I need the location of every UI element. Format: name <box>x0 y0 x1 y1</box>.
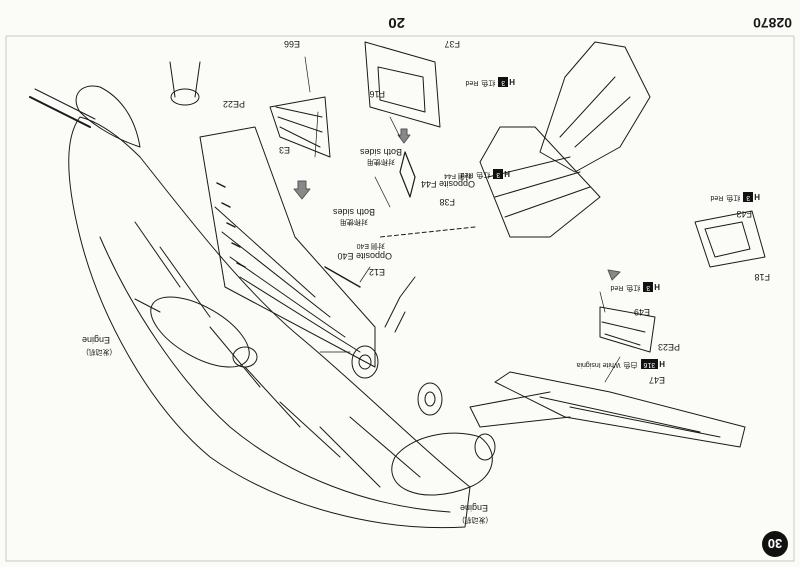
gear-door-F16 <box>364 41 441 128</box>
flap-part-E66 <box>269 96 331 158</box>
page-border <box>5 35 795 562</box>
horizontal-tail <box>479 126 601 238</box>
paint-name-cn: 红色 <box>476 171 491 178</box>
paint-swatch: 3 <box>493 169 504 179</box>
callout-E3: E3 <box>278 145 290 155</box>
paint-name-en: Red <box>460 171 474 178</box>
callout-F18: F18 <box>754 272 770 282</box>
paint-name-en: Red <box>610 284 624 291</box>
paint-code: H <box>504 169 510 179</box>
gear-door-F43 <box>694 210 766 268</box>
paint-name-cn: 红色 <box>481 79 496 86</box>
paint-swatch: 3 <box>498 77 509 87</box>
main-wing-left <box>199 126 376 368</box>
callout-PE22: PE22 <box>222 99 245 109</box>
fuselage <box>29 88 471 529</box>
note-engine-cn-bottom: (发动机) <box>462 516 488 523</box>
paint-name-cn: 红色 <box>626 284 641 291</box>
antenna-E12 <box>324 266 361 288</box>
paint-swatch: 3 <box>643 282 654 292</box>
main-wing-right <box>469 371 746 448</box>
callout-E49: E49 <box>633 307 650 317</box>
flap-part-E49 <box>599 306 656 353</box>
callout-F38: F38 <box>439 197 455 207</box>
paint-name-en: Red <box>465 79 479 86</box>
callout-F37: F37 <box>444 39 460 49</box>
paint-name-cn: 红色 <box>726 194 741 201</box>
note-opposite-e40-en: Opposite E40 <box>337 251 392 261</box>
paint-ref-2: H 3 红色 Red <box>460 169 510 179</box>
note-engine-cn-left: (发动机) <box>86 348 112 355</box>
note-engine-en-left: Engine <box>81 335 110 345</box>
callout-E47: E47 <box>648 375 665 385</box>
engine-pod-bottom <box>391 432 496 496</box>
note-both-sides-cn-2: 对称使用 <box>340 218 368 225</box>
callout-PE23: PE23 <box>657 342 680 352</box>
callout-E66: E66 <box>283 39 300 49</box>
assembly-arrows <box>293 128 621 281</box>
paint-code: H <box>654 282 660 292</box>
note-opposite-f44-en: Opposite F44 <box>420 179 475 189</box>
callout-F43: F43 <box>736 209 752 219</box>
note-engine-en-bottom: Engine <box>459 503 488 513</box>
note-both-sides-cn-1: 对称使用 <box>367 158 395 165</box>
paint-ref-1: H 3 红色 Red <box>465 77 515 87</box>
paint-code: H <box>659 359 665 369</box>
paint-code: H <box>754 192 760 202</box>
note-opposite-e40-cn: 对侧 E40 <box>356 242 385 249</box>
strut-F38 <box>379 151 476 238</box>
main-landing-gear <box>351 276 443 416</box>
paint-ref-5: H 316 白色 White Insignia <box>577 359 665 369</box>
nose-section <box>75 61 201 148</box>
paint-ref-4: H 3 红色 Red <box>610 282 660 292</box>
paint-name-cn: 白色 <box>623 361 638 368</box>
paint-name-en: White Insignia <box>576 361 621 368</box>
paint-name-en: Red <box>710 194 724 201</box>
engine-pod-left <box>134 296 258 368</box>
note-both-sides-en-1: Both sides <box>359 147 402 157</box>
paint-swatch: 3 <box>743 192 754 202</box>
paint-swatch: 316 <box>640 359 659 369</box>
callout-F16: F16 <box>369 89 385 99</box>
vertical-tail <box>539 41 651 173</box>
callout-E12: E12 <box>368 267 385 277</box>
paint-ref-3: H 3 红色 Red <box>710 192 760 202</box>
paint-code: H <box>509 77 515 87</box>
note-both-sides-en-2: Both sides <box>332 207 375 217</box>
pointer-lines <box>304 56 621 383</box>
